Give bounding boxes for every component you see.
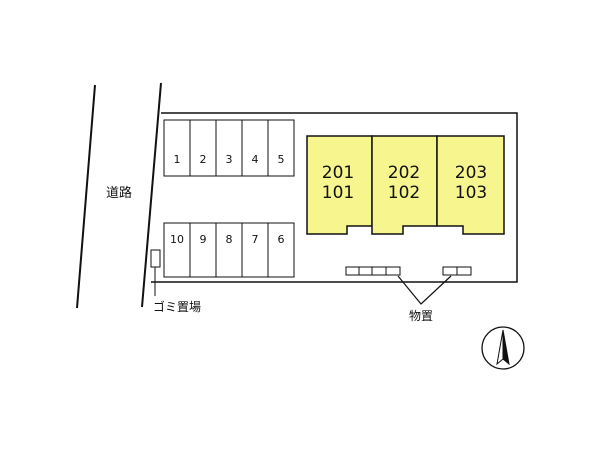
parking-space xyxy=(241,119,269,177)
parking-space xyxy=(267,119,295,177)
garbage-label: ゴミ置場 xyxy=(153,299,201,314)
parking-space xyxy=(215,119,243,177)
unit-lower-number: 103 xyxy=(455,183,487,203)
parking-number: 9 xyxy=(200,233,207,246)
parking-space xyxy=(189,119,217,177)
parking-number: 8 xyxy=(226,233,233,246)
storage-shed xyxy=(385,266,401,276)
road-label: 道路 xyxy=(106,185,132,201)
unit-3 xyxy=(436,135,505,235)
parking-number: 2 xyxy=(200,153,207,166)
parking-number: 4 xyxy=(252,153,259,166)
storage-shed xyxy=(442,266,458,276)
parking-number: 6 xyxy=(278,233,285,246)
lot-boundary xyxy=(151,112,518,283)
parking-row-bottom: 10 9 8 7 6 xyxy=(163,222,295,278)
parking-space xyxy=(163,222,191,278)
parking-space xyxy=(267,222,295,278)
parking-number: 10 xyxy=(170,233,184,246)
storage-sheds-right xyxy=(442,266,472,276)
unit-upper-number: 202 xyxy=(388,163,420,183)
storage-shed xyxy=(358,266,373,276)
parking-row-top: 1 2 3 4 5 xyxy=(163,119,295,177)
storage-shed xyxy=(456,266,472,276)
unit-lower-number: 101 xyxy=(322,183,354,203)
storage-label: 物置 xyxy=(409,309,433,323)
parking-number: 1 xyxy=(174,153,181,166)
parking-number: 3 xyxy=(226,153,233,166)
storage-leader-lines xyxy=(397,275,452,305)
storage-shed xyxy=(345,266,360,276)
north-arrow-icon xyxy=(481,326,525,370)
parking-space xyxy=(163,119,191,177)
unit-lower-number: 102 xyxy=(388,183,420,203)
storage-shed xyxy=(371,266,387,276)
road-edge-right xyxy=(141,82,162,308)
parking-number: 5 xyxy=(278,153,285,166)
unit-upper-number: 203 xyxy=(455,163,487,183)
parking-number: 7 xyxy=(252,233,259,246)
garbage-station xyxy=(150,249,161,268)
parking-space xyxy=(241,222,269,278)
building: 201 101 202 102 203 103 xyxy=(306,135,505,235)
parking-space xyxy=(189,222,217,278)
unit-upper-number: 201 xyxy=(322,163,354,183)
parking-space xyxy=(215,222,243,278)
storage-sheds-left xyxy=(345,266,401,276)
road-edge-left xyxy=(76,84,96,309)
